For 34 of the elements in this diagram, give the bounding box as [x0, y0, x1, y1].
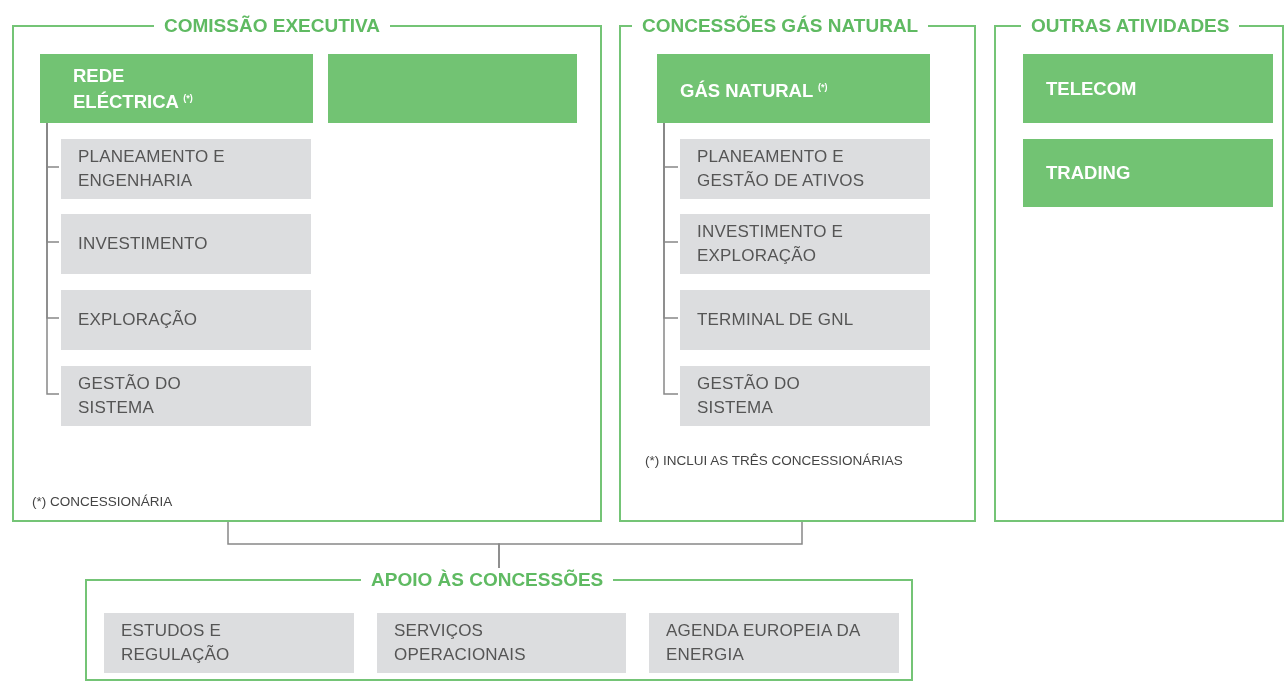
department-box: [61, 139, 311, 199]
unit-label: TELECOM: [1046, 77, 1137, 100]
department-label: GESTÃO DO SISTEMA: [78, 373, 182, 419]
department-label: PLANEAMENTO E GESTÃO DE ATIVOS: [697, 146, 866, 192]
department-box: [680, 366, 930, 426]
department-label: INVESTIMENTO E EXPLORAÇÃO: [697, 221, 845, 267]
connector-line: [498, 521, 803, 571]
department-label: GESTÃO DO SISTEMA: [697, 373, 801, 419]
department-box: [61, 366, 311, 426]
department-box: [61, 290, 311, 350]
department-box: [680, 214, 930, 274]
department-label: AGENDA EUROPEIA DA ENERGIA: [666, 620, 861, 666]
unit-box: [1023, 54, 1273, 123]
footnote: (*) INCLUI AS TRÊS CONCESSIONÁRIAS: [645, 452, 904, 469]
department-label: TERMINAL DE GNL: [697, 309, 854, 331]
department-label: PLANEAMENTO E ENGENHARIA: [78, 146, 226, 192]
unit-box: [328, 54, 577, 123]
unit-label: TRADING: [1046, 162, 1131, 184]
footnote: (*) CONCESSIONÁRIA: [32, 493, 174, 510]
department-box: [649, 613, 899, 673]
unit-box: [1023, 139, 1273, 207]
department-box: [104, 613, 354, 673]
department-box: [680, 139, 930, 199]
unit-label: REDE ELÉCTRICA $^{(*)}$: [73, 64, 194, 113]
department-label: INVESTIMENTO: [78, 233, 208, 255]
department-label: EXPLORAÇÃO: [78, 309, 198, 331]
department-box: [61, 214, 311, 274]
department-label: ESTUDOS E REGULAÇÃO: [121, 620, 231, 666]
department-box: [377, 613, 626, 673]
department-label: SERVIÇOS OPERACIONAIS: [394, 620, 527, 666]
unit-box: [657, 54, 930, 123]
department-box: [680, 290, 930, 350]
unit-label: GÁS NATURAL $^{(*)}$: [680, 78, 828, 102]
unit-box: [40, 54, 313, 123]
